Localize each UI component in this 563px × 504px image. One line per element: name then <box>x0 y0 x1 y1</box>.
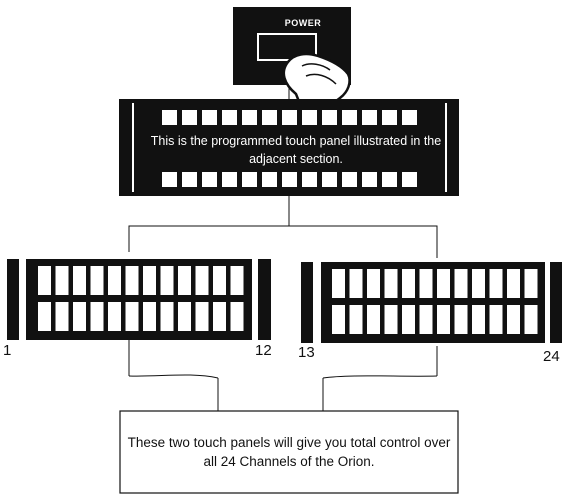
top-panel-key[interactable] <box>242 110 257 125</box>
top-panel-key[interactable] <box>322 110 337 125</box>
channel-key[interactable] <box>178 302 191 331</box>
top-panel-key[interactable] <box>282 172 297 187</box>
top-panel-key[interactable] <box>322 172 337 187</box>
channel-key[interactable] <box>385 305 398 334</box>
top-panel-caption: This is the programmed touch panel illus… <box>142 132 450 168</box>
channel-key[interactable] <box>420 305 433 334</box>
top-panel-key[interactable] <box>182 172 197 187</box>
channel-key[interactable] <box>56 302 69 331</box>
channel-key[interactable] <box>91 266 104 295</box>
channel-key[interactable] <box>490 269 503 298</box>
channel-key[interactable] <box>143 266 156 295</box>
top-panel-key[interactable] <box>202 172 217 187</box>
channel-key[interactable] <box>420 269 433 298</box>
top-panel-key[interactable] <box>222 172 237 187</box>
top-panel-key[interactable] <box>342 110 357 125</box>
top-panel-key[interactable] <box>162 110 177 125</box>
right-panel-end-label: 24 <box>543 348 560 365</box>
top-panel-key[interactable] <box>382 172 397 187</box>
channel-key[interactable] <box>108 266 121 295</box>
top-panel-key[interactable] <box>362 172 377 187</box>
channel-key[interactable] <box>507 269 520 298</box>
channel-key[interactable] <box>402 305 415 334</box>
top-panel-key[interactable] <box>242 172 257 187</box>
channel-key[interactable] <box>507 305 520 334</box>
top-panel-key[interactable] <box>342 172 357 187</box>
left-touch-panel <box>7 259 271 340</box>
top-panel-key[interactable] <box>302 110 317 125</box>
channel-key[interactable] <box>332 269 345 298</box>
top-panel-key[interactable] <box>262 110 277 125</box>
left-panel-start-label: 1 <box>3 342 11 359</box>
top-panel-key[interactable] <box>362 110 377 125</box>
channel-key[interactable] <box>213 266 226 295</box>
top-panel-key[interactable] <box>382 110 397 125</box>
channel-key[interactable] <box>350 305 363 334</box>
channel-key[interactable] <box>73 302 86 331</box>
top-panel-key[interactable] <box>302 172 317 187</box>
channel-key[interactable] <box>367 269 380 298</box>
top-panel-key[interactable] <box>222 110 237 125</box>
channel-key[interactable] <box>472 305 485 334</box>
channel-key[interactable] <box>91 302 104 331</box>
top-panel-key[interactable] <box>202 110 217 125</box>
channel-key[interactable] <box>126 266 139 295</box>
channel-key[interactable] <box>455 305 468 334</box>
channel-key[interactable] <box>525 269 538 298</box>
channel-key[interactable] <box>525 305 538 334</box>
channel-key[interactable] <box>56 266 69 295</box>
channel-key[interactable] <box>143 302 156 331</box>
channel-key[interactable] <box>490 305 503 334</box>
channel-key[interactable] <box>213 302 226 331</box>
channel-key[interactable] <box>231 266 244 295</box>
right-touch-panel <box>301 262 562 343</box>
power-label: POWER <box>263 18 343 28</box>
top-panel-key[interactable] <box>182 110 197 125</box>
channel-key[interactable] <box>161 266 174 295</box>
channel-key[interactable] <box>178 266 191 295</box>
channel-key[interactable] <box>73 266 86 295</box>
info-box-text: These two touch panels will give you tot… <box>122 433 456 471</box>
top-panel-key[interactable] <box>402 110 417 125</box>
channel-key[interactable] <box>196 266 209 295</box>
channel-key[interactable] <box>437 269 450 298</box>
top-panel-key[interactable] <box>282 110 297 125</box>
channel-key[interactable] <box>367 305 380 334</box>
right-panel-start-label: 13 <box>298 344 315 361</box>
channel-key[interactable] <box>38 302 51 331</box>
channel-key[interactable] <box>350 269 363 298</box>
channel-key[interactable] <box>455 269 468 298</box>
channel-key[interactable] <box>332 305 345 334</box>
channel-key[interactable] <box>38 266 51 295</box>
channel-key[interactable] <box>161 302 174 331</box>
left-panel-end-label: 12 <box>255 342 272 359</box>
top-panel-key[interactable] <box>162 172 177 187</box>
channel-key[interactable] <box>126 302 139 331</box>
channel-key[interactable] <box>437 305 450 334</box>
channel-key[interactable] <box>108 302 121 331</box>
channel-key[interactable] <box>196 302 209 331</box>
channel-key[interactable] <box>231 302 244 331</box>
channel-key[interactable] <box>385 269 398 298</box>
channel-key[interactable] <box>402 269 415 298</box>
channel-key[interactable] <box>472 269 485 298</box>
top-panel-key[interactable] <box>262 172 277 187</box>
top-panel-key[interactable] <box>402 172 417 187</box>
